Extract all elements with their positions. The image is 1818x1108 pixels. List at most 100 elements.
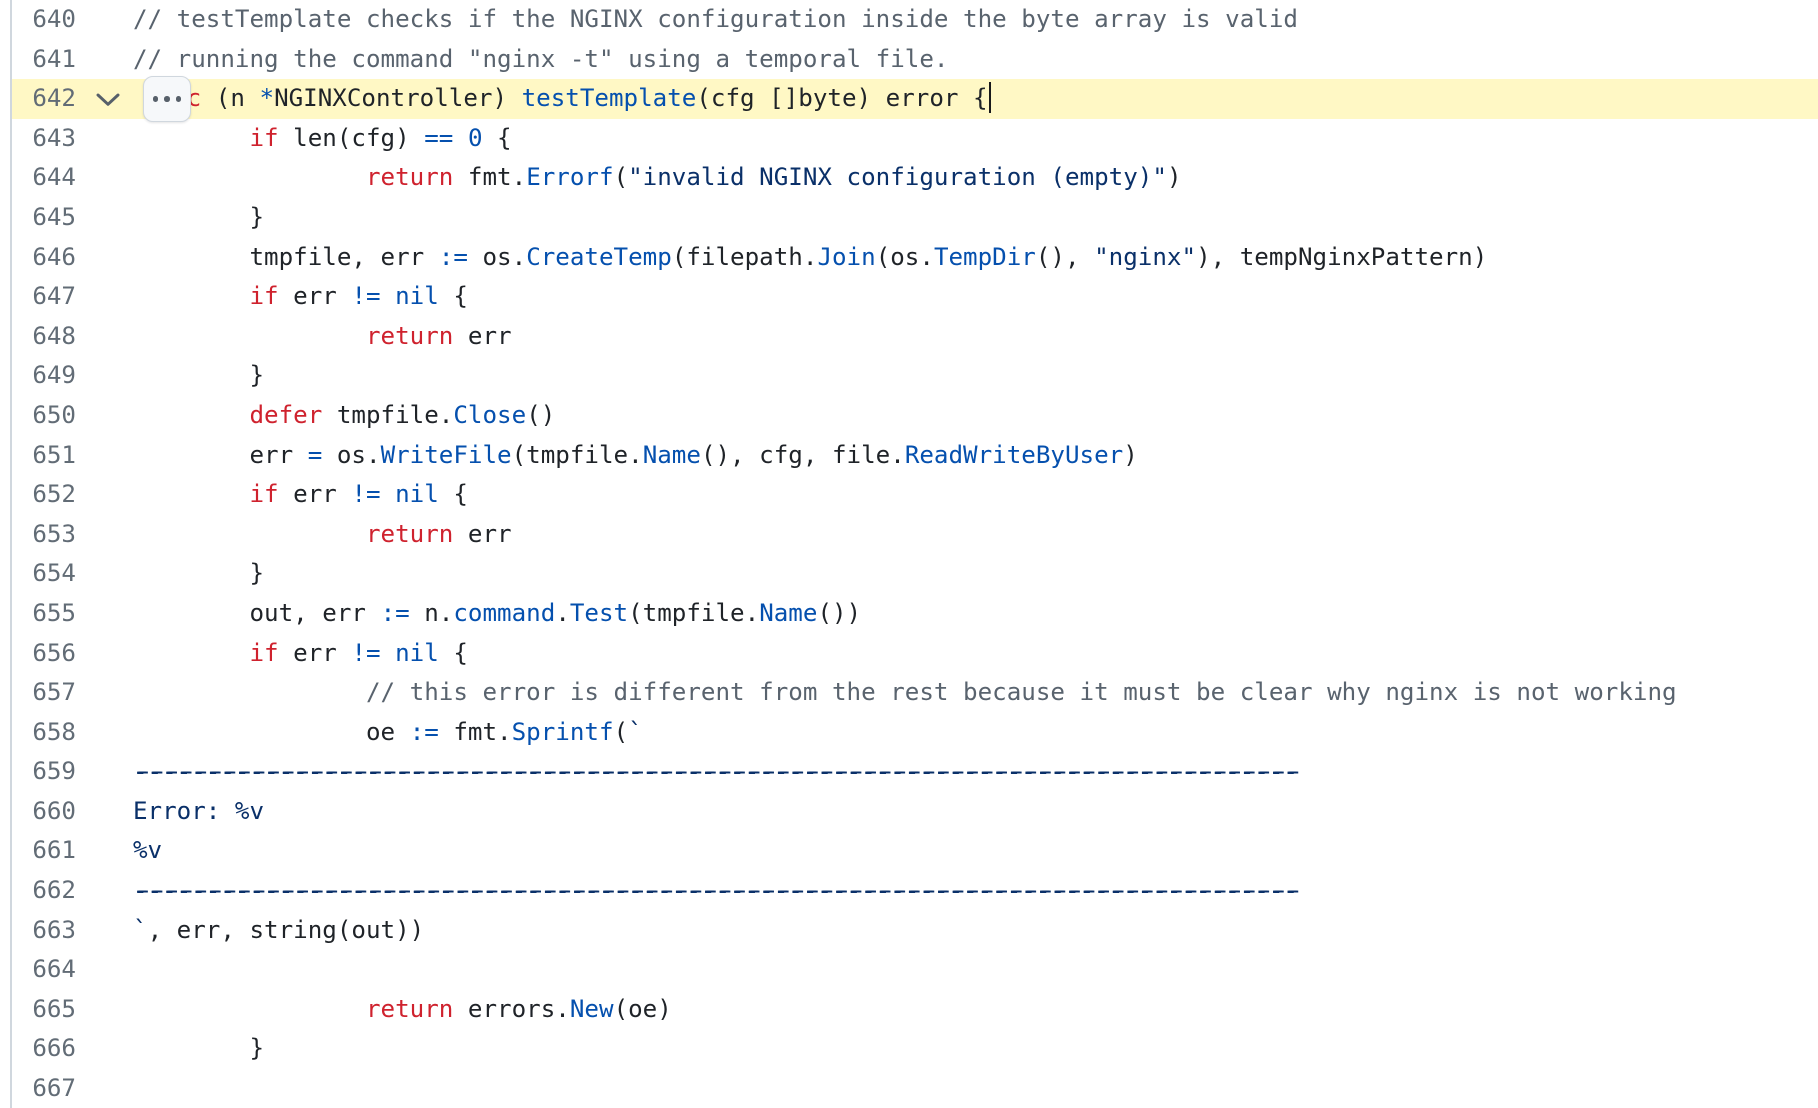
- code-token: // running the command "nginx -t" using …: [133, 44, 949, 73]
- code-line: 658 oe := fmt.Sprintf(`: [0, 713, 1818, 753]
- code-line: 645 }: [0, 198, 1818, 238]
- code-line: 663`, err, string(out)): [0, 911, 1818, 951]
- code-token: [133, 401, 250, 429]
- code-line: 644 return fmt.Errorf("invalid NGINX con…: [0, 158, 1818, 198]
- line-number[interactable]: 646: [32, 242, 76, 271]
- code-token: nil: [395, 638, 439, 667]
- code-token: , err, string(out)): [147, 915, 425, 944]
- code-text: Error: %v: [133, 792, 264, 832]
- code-token: (filepath.: [671, 242, 818, 271]
- line-number[interactable]: 644: [32, 163, 76, 192]
- line-number[interactable]: 641: [32, 44, 76, 73]
- code-token: ()): [817, 598, 862, 627]
- code-token: *: [259, 84, 275, 113]
- line-number[interactable]: 659: [32, 757, 76, 786]
- line-number[interactable]: 650: [32, 400, 76, 429]
- code-token: tmpfile.: [322, 400, 454, 429]
- code-token: Errorf: [526, 163, 614, 192]
- line-number[interactable]: 656: [32, 638, 76, 667]
- code-token: err: [133, 440, 308, 469]
- code-line: 648 return err: [0, 317, 1818, 357]
- code-token: =: [307, 440, 323, 469]
- line-number[interactable]: 649: [32, 361, 76, 390]
- code-token: os.: [322, 440, 381, 469]
- line-number[interactable]: 657: [32, 678, 76, 707]
- code-line: 649 }: [0, 356, 1818, 396]
- line-number[interactable]: 640: [32, 5, 76, 33]
- code-token: fmt.: [453, 163, 527, 192]
- code-token: [133, 520, 366, 548]
- code-token: if: [249, 638, 279, 667]
- code-text: out, err := n.command.Test(tmpfile.Name(…: [133, 594, 861, 634]
- gutter-border: [10, 0, 12, 1108]
- code-token: nil: [395, 480, 439, 509]
- code-token: Sprintf: [511, 717, 614, 746]
- line-number[interactable]: 663: [32, 915, 76, 944]
- line-number[interactable]: 653: [32, 519, 76, 548]
- line-number[interactable]: 666: [32, 1034, 76, 1063]
- code-token: CreateTemp: [526, 242, 672, 271]
- code-token: return: [366, 321, 454, 350]
- code-line: 661%v: [0, 831, 1818, 871]
- chevron-down-icon[interactable]: [92, 83, 124, 115]
- code-token: {: [438, 638, 468, 667]
- code-token: "invalid NGINX configuration (empty)": [628, 163, 1167, 192]
- line-number[interactable]: 647: [32, 282, 76, 311]
- code-text: if err != nil {: [133, 277, 468, 317]
- code-line: 650 defer tmpfile.Close(): [0, 396, 1818, 436]
- code-token: len(cfg): [278, 123, 425, 152]
- line-number[interactable]: 662: [32, 876, 76, 905]
- code-token: Name: [759, 598, 818, 627]
- line-number[interactable]: 652: [32, 480, 76, 509]
- code-text: return fmt.Errorf("invalid NGINX configu…: [133, 158, 1182, 198]
- code-token: ----------------------------------------…: [133, 757, 1298, 786]
- code-text: if err != nil {: [133, 475, 468, 515]
- line-number[interactable]: 655: [32, 598, 76, 627]
- code-token: err: [278, 638, 352, 667]
- code-text: ----------------------------------------…: [133, 752, 1298, 792]
- line-number[interactable]: 651: [32, 440, 76, 469]
- code-token: if: [249, 480, 279, 509]
- code-token: Test: [569, 598, 629, 627]
- code-token: {: [438, 282, 468, 311]
- line-number[interactable]: 658: [32, 717, 76, 746]
- code-text: // testTemplate checks if the NGINX conf…: [133, 0, 1298, 40]
- line-number[interactable]: 642: [32, 84, 76, 113]
- code-token: out, err: [133, 598, 381, 627]
- line-number[interactable]: 660: [32, 796, 76, 825]
- code-token: {: [438, 480, 468, 509]
- line-number[interactable]: 643: [32, 123, 76, 152]
- line-number[interactable]: 665: [32, 994, 76, 1023]
- line-number[interactable]: 661: [32, 836, 76, 865]
- code-token: :=: [380, 598, 410, 627]
- code-token: [133, 282, 250, 310]
- code-line: 656 if err != nil {: [0, 634, 1818, 674]
- code-line: 665 return errors.New(oe): [0, 990, 1818, 1030]
- code-token: err: [278, 480, 352, 509]
- code-token: (tmpfile.: [511, 440, 643, 469]
- code-token: [381, 480, 396, 508]
- code-text: }: [133, 554, 264, 594]
- code-text: if err != nil {: [133, 634, 468, 674]
- code-token: !=: [351, 282, 381, 311]
- code-token: (): [526, 400, 556, 429]
- line-number[interactable]: 645: [32, 202, 76, 231]
- line-number[interactable]: 654: [32, 559, 76, 588]
- code-token: nil: [395, 282, 439, 311]
- code-token: (: [613, 717, 629, 746]
- ellipsis-expander-icon[interactable]: [143, 75, 191, 122]
- code-token: [133, 322, 366, 350]
- line-number[interactable]: 667: [32, 1074, 76, 1103]
- code-token: !=: [351, 638, 381, 667]
- code-token: `: [628, 717, 643, 746]
- line-number[interactable]: 664: [32, 955, 76, 984]
- code-token: }: [133, 559, 265, 588]
- code-token: (tmpfile.: [628, 598, 760, 627]
- code-line: 666 }: [0, 1029, 1818, 1069]
- code-token: err: [453, 321, 512, 350]
- code-token: [133, 639, 250, 667]
- code-text: oe := fmt.Sprintf(`: [133, 713, 643, 753]
- line-number[interactable]: 648: [32, 321, 76, 350]
- code-text: }: [133, 198, 264, 238]
